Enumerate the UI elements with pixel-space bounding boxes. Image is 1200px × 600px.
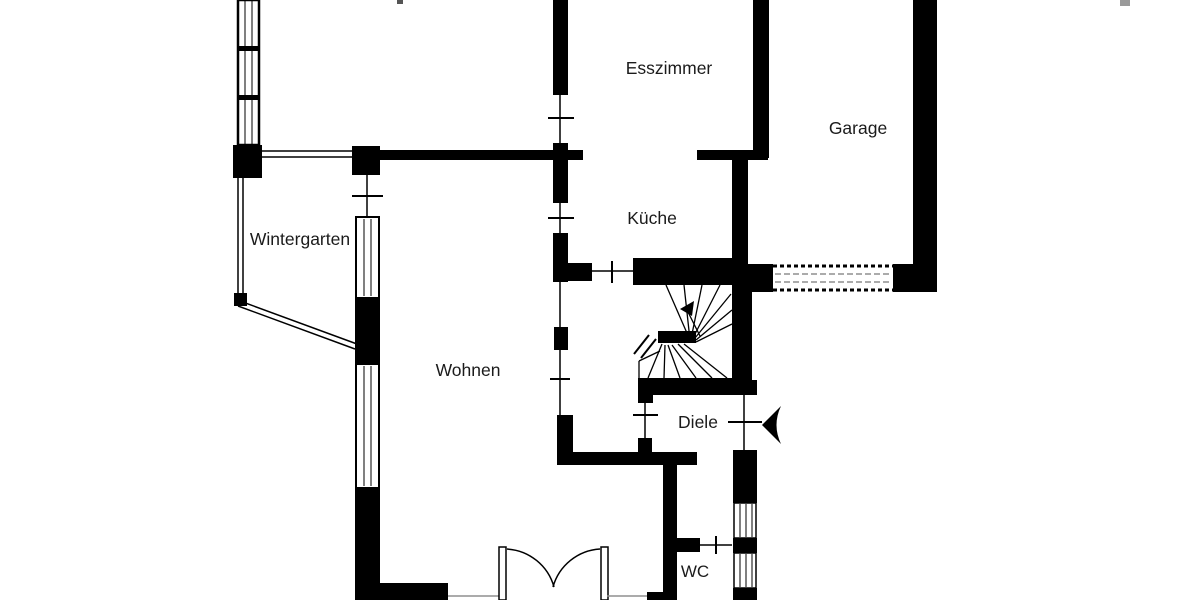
cropped-watermark-fragment [1120,0,1130,6]
stair-start-mark [633,334,657,359]
door-wc [677,536,732,554]
room-label-kueche: Küche [627,208,677,228]
wall-stair-east [732,285,752,395]
wintergarten-glazing-left [237,178,244,297]
door-wintergarten [352,175,383,218]
wall-south-left [368,583,448,600]
door-diele-west [633,395,658,455]
partition-wohnen-hall [550,281,570,418]
wall-south-mid [647,592,675,600]
wall-kueche-sw [553,263,592,281]
wall-wohnen-west-lower [355,488,380,600]
stair-direction-arrow [680,301,701,337]
room-label-wc: WC [681,562,709,581]
stair-treads-lower [638,343,728,379]
window-wc-east-upper [733,502,757,539]
wall-esszimmer-east [753,0,769,158]
window-wc-east-lower [733,552,757,589]
wall-wc-east-mid [733,538,757,553]
door-kueche [592,261,633,283]
wall-esszimmer-west [548,0,574,282]
entrance-door [728,380,762,503]
wall-block-wintergarten-ne [352,146,380,175]
wall-wc-east-bottom [733,588,757,600]
room-label-garage: Garage [829,118,887,138]
wall-esszimmer-south [697,150,768,160]
wall-kueche-east [732,158,748,265]
wintergarten-glazing-diagonal [237,300,358,350]
wall-horizontal-upper [378,150,583,160]
room-label-wohnen: Wohnen [436,360,501,380]
wall-stair-south [638,378,752,395]
wall-kueche-south [633,258,733,285]
wall-garage-door-right [893,264,937,292]
room-label-esszimmer: Esszimmer [626,58,713,78]
cropped-wall-stub [397,0,403,4]
garage-door-symbol [773,264,893,292]
wall-wohnen-west-mid [355,298,380,364]
entrance-arrow-icon [762,406,781,444]
window-wohnen-west-upper [355,216,380,299]
wintergarten-glazing-top [262,150,352,158]
room-label-wintergarten: Wintergarten [250,229,350,249]
wall-garage-east [913,0,937,264]
wall-wc-west [663,463,677,600]
wall-corner-nw-wintergarten [233,145,262,178]
staircase [633,284,752,403]
wall-block-wintergarten-sw [234,293,247,306]
window-wohnen-west-lower [355,363,380,489]
window-top-left [236,0,261,147]
french-double-door [498,546,609,600]
room-label-diele: Diele [678,412,718,432]
stair-newel [658,331,696,343]
wall-diele-south [557,452,697,465]
